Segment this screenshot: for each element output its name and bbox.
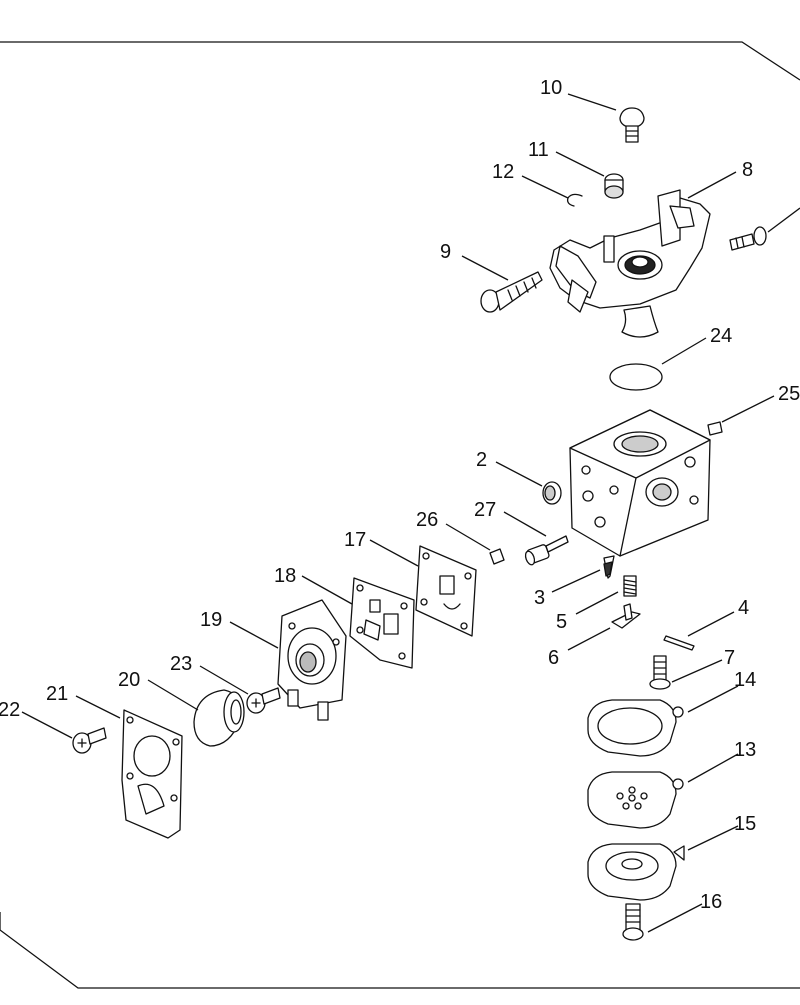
callout-17: 17 — [344, 529, 366, 551]
callout-4: 4 — [738, 597, 749, 619]
leader-22 — [21, 711, 73, 739]
diagram-frame — [0, 41, 800, 81]
callout-12: 12 — [492, 161, 514, 183]
callout-13: 13 — [734, 739, 756, 761]
part-3-needle — [603, 555, 615, 579]
callout-2: 2 — [476, 449, 487, 471]
part-16-screw — [622, 903, 644, 941]
callout-labels: 10 11 12 8 9 24 25 2 26 27 17 18 3 5 4 1… — [0, 77, 800, 913]
callout-26: 26 — [416, 509, 438, 531]
leader-18 — [301, 575, 353, 605]
callout-16: 16 — [700, 891, 722, 913]
callout-5: 5 — [556, 611, 567, 633]
leader-6 — [567, 627, 611, 651]
part-23-screw — [246, 687, 281, 714]
part-7-screw — [649, 655, 671, 690]
part-22-screw — [72, 727, 107, 754]
callout-11: 11 — [528, 139, 549, 161]
part-4-shaft — [663, 635, 695, 651]
part-15-cover — [587, 843, 685, 901]
leader-5 — [575, 591, 619, 615]
leader-lines — [21, 93, 800, 933]
callout-24: 24 — [710, 325, 732, 347]
part-20-primer-bulb — [193, 689, 245, 747]
leader-8 — [687, 171, 737, 199]
leader-edge — [767, 207, 800, 233]
diagram-frame-bottom — [0, 912, 800, 989]
leader-3 — [551, 569, 601, 593]
callout-21: 21 — [46, 683, 68, 705]
callout-23: 23 — [170, 653, 192, 675]
part-17-plate — [415, 545, 477, 637]
leader-26 — [445, 523, 491, 551]
part-edge-screw — [729, 226, 767, 251]
leader-7 — [671, 659, 723, 683]
part-21-retainer-plate — [121, 709, 183, 839]
part-11-pin — [604, 173, 624, 199]
callout-19: 19 — [200, 609, 222, 631]
part-13-diaphragm — [587, 771, 684, 829]
leader-12 — [521, 175, 569, 199]
leader-9 — [461, 255, 509, 281]
callout-22: 22 — [0, 699, 20, 721]
leader-14 — [687, 685, 739, 713]
callout-14: 14 — [734, 669, 756, 691]
leader-24 — [661, 337, 707, 365]
leader-11 — [555, 151, 605, 177]
leader-20 — [147, 679, 199, 711]
callout-9: 9 — [440, 241, 451, 263]
part-10-screw — [619, 107, 645, 143]
leader-27 — [503, 511, 547, 537]
callout-15: 15 — [734, 813, 756, 835]
part-5-spring — [623, 575, 637, 597]
callout-20: 20 — [118, 669, 140, 691]
leader-10 — [567, 93, 617, 111]
part-carburetor-body — [569, 409, 711, 557]
leader-25 — [721, 395, 775, 423]
callout-6: 6 — [548, 647, 559, 669]
part-8-throttle-assembly — [549, 189, 711, 338]
part-19-pump-housing — [277, 599, 347, 721]
leader-23 — [199, 665, 249, 695]
callout-3: 3 — [534, 587, 545, 609]
part-6-lever — [611, 603, 641, 629]
part-14-gasket — [587, 699, 684, 757]
part-25-plug — [707, 421, 723, 436]
part-26-plug — [489, 548, 505, 565]
part-24-o-ring — [609, 363, 663, 391]
leader-13 — [687, 753, 739, 783]
leader-4 — [687, 611, 735, 637]
leader-2 — [495, 461, 543, 487]
callout-7: 7 — [724, 647, 735, 669]
leader-19 — [229, 621, 279, 649]
callout-8: 8 — [742, 159, 753, 181]
part-9-long-screw — [480, 271, 543, 313]
callout-25: 25 — [778, 383, 800, 405]
leader-21 — [75, 695, 121, 719]
part-18-gasket — [349, 577, 415, 669]
callout-10: 10 — [540, 77, 562, 99]
leader-15 — [687, 825, 739, 851]
leader-17 — [369, 539, 419, 567]
part-12-clip — [566, 193, 583, 207]
callout-18: 18 — [274, 565, 296, 587]
leader-16 — [647, 903, 703, 933]
part-2-cap — [542, 481, 562, 505]
callout-27: 27 — [474, 499, 496, 521]
part-27-adjust-screw — [524, 535, 569, 566]
